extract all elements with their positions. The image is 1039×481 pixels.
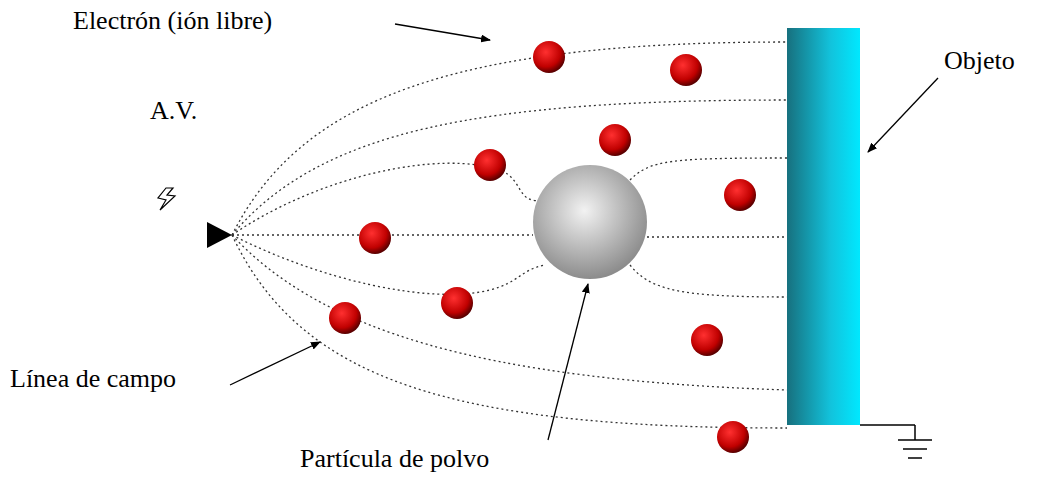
object-plate: [787, 28, 860, 425]
ground-symbol: [860, 425, 932, 458]
callout-label: Objeto: [944, 46, 1015, 76]
electrode-tip: [207, 222, 232, 248]
electrons: [329, 41, 756, 453]
high-voltage-symbol: [158, 188, 175, 210]
leader-lines: [230, 24, 938, 440]
callout-label: Electrón (ión libre): [73, 6, 272, 36]
callout-label: Partícula de polvo: [300, 444, 489, 474]
callout-label: Línea de campo: [10, 364, 176, 394]
dust-particle: [533, 165, 647, 279]
voltage-label: A.V.: [150, 96, 197, 126]
field-lines: [232, 42, 787, 428]
